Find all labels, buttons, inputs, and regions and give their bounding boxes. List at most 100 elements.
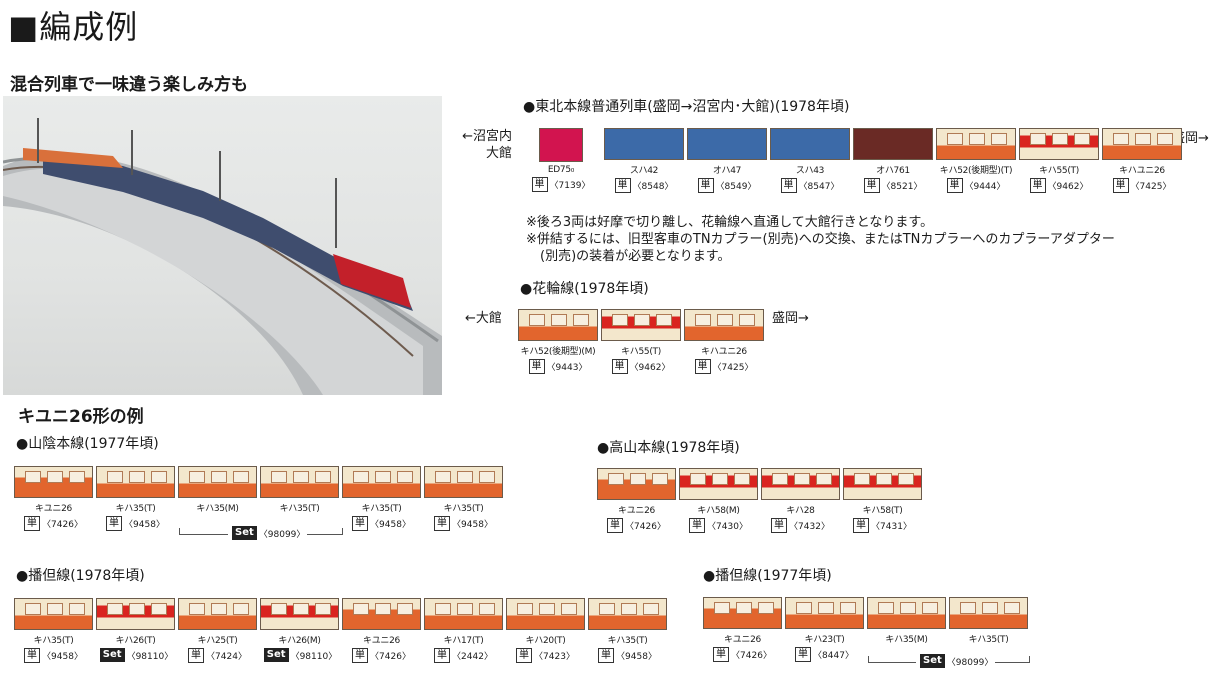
tohoku-left-line1: ←沼宮内	[462, 129, 512, 144]
car-unit: キハ35(M)	[178, 466, 257, 531]
car-window	[561, 603, 577, 615]
car-window	[479, 603, 495, 615]
page-heading: ■編成例	[8, 8, 139, 46]
car-unit: キハ35(M)	[867, 597, 946, 662]
car-window	[1004, 602, 1020, 614]
car-window	[189, 471, 205, 483]
kiyuni-title: キユニ26形の例	[18, 407, 144, 427]
single-badge: 単	[795, 647, 812, 662]
car-window	[397, 603, 413, 615]
car-name: キハ58(M)	[697, 506, 740, 516]
car-window	[107, 603, 123, 615]
car-name: キハ23(T)	[804, 635, 845, 645]
car-window	[517, 603, 533, 615]
car-body	[761, 468, 840, 500]
car-unit: キハ35(T)	[949, 597, 1028, 662]
car-unit: キハ17(T)単〈2442〉	[424, 598, 503, 663]
car-body	[770, 128, 850, 160]
single-badge: 単	[516, 648, 533, 663]
car-unit: キハ52(後期型)(M)単〈9443〉	[518, 309, 598, 374]
car-product: 単〈7431〉	[843, 518, 922, 533]
car-unit: キハ35(T)単〈9458〉	[424, 466, 503, 531]
car-product: 単〈8447〉	[785, 647, 864, 662]
car-unit: キハ52(後期型)(T)単〈9444〉	[936, 128, 1016, 193]
car-window	[652, 473, 668, 485]
set-badge: Set	[263, 648, 289, 662]
car-window	[529, 314, 545, 326]
car-window	[969, 133, 985, 145]
product-code: 〈8521〉	[881, 182, 923, 192]
car-product: 単〈7426〉	[14, 516, 93, 531]
car-unit: キハ35(T)	[260, 466, 339, 531]
product-code: 〈7425〉	[712, 363, 754, 373]
car-window	[233, 471, 249, 483]
single-badge: 単	[434, 516, 451, 531]
product-code: 〈8447〉	[813, 651, 854, 661]
car-window	[794, 473, 810, 485]
car-window	[25, 471, 41, 483]
car-body	[506, 598, 585, 630]
car-window	[435, 471, 451, 483]
car-window	[1052, 133, 1068, 145]
single-badge: 単	[607, 518, 624, 533]
single-badge: 単	[188, 648, 205, 663]
car-window	[816, 473, 832, 485]
car-window	[397, 471, 413, 483]
product-code: 〈9444〉	[964, 182, 1006, 192]
product-code: 〈9458〉	[452, 520, 493, 530]
product-code: 〈8548〉	[632, 182, 674, 192]
car-unit: キハ35(T)単〈9458〉	[14, 598, 93, 663]
car-window	[107, 471, 123, 483]
hanawa-title: ●花輪線(1978年頃)	[520, 281, 649, 297]
single-badge: 単	[598, 648, 615, 663]
single-badge: 単	[853, 518, 870, 533]
single-badge: 単	[352, 516, 369, 531]
car-window	[960, 602, 976, 614]
car-window	[947, 133, 963, 145]
car-window	[634, 314, 650, 326]
car-window	[772, 473, 788, 485]
car-product: 単〈9458〉	[424, 516, 503, 531]
product-code: 〈7424〉	[206, 652, 247, 662]
car-window	[900, 602, 916, 614]
car-unit: キハ35(T)単〈9458〉	[96, 466, 175, 531]
single-badge: 単	[434, 648, 451, 663]
single-badge: 単	[694, 359, 711, 374]
car-window	[736, 602, 752, 614]
single-badge: 単	[946, 178, 963, 193]
car-body	[601, 309, 681, 341]
car-window	[712, 473, 728, 485]
product-code: 〈9458〉	[124, 520, 165, 530]
car-name: キハユニ26	[1119, 166, 1165, 176]
car-window	[293, 471, 309, 483]
single-badge: 単	[614, 178, 631, 193]
car-window	[25, 603, 41, 615]
car-window	[840, 602, 856, 614]
product-code: 〈9458〉	[42, 652, 83, 662]
car-name: キハ25(T)	[197, 636, 238, 646]
sanin-title: ●山陰本線(1977年頃)	[16, 436, 159, 452]
product-code: 〈7426〉	[731, 651, 772, 661]
car-body	[604, 128, 684, 160]
photo-section-title: 混合列車で一味違う楽しみ方も	[10, 75, 248, 95]
car-name: キハ52(後期型)(M)	[520, 347, 596, 357]
car-window	[539, 603, 555, 615]
product-code: 〈9458〉	[370, 520, 411, 530]
car-window	[922, 602, 938, 614]
product-code: 〈7423〉	[534, 652, 575, 662]
single-badge: 単	[24, 648, 41, 663]
car-window	[876, 473, 892, 485]
car-window	[47, 603, 63, 615]
tohoku-left-line2: 大館	[485, 146, 512, 161]
car-product: 単〈8547〉	[770, 178, 850, 193]
product-code: 〈7426〉	[370, 652, 411, 662]
car-name: キハ58(T)	[862, 506, 903, 516]
car-window	[315, 471, 331, 483]
car-window	[271, 471, 287, 483]
product-code: 〈7426〉	[625, 522, 666, 532]
